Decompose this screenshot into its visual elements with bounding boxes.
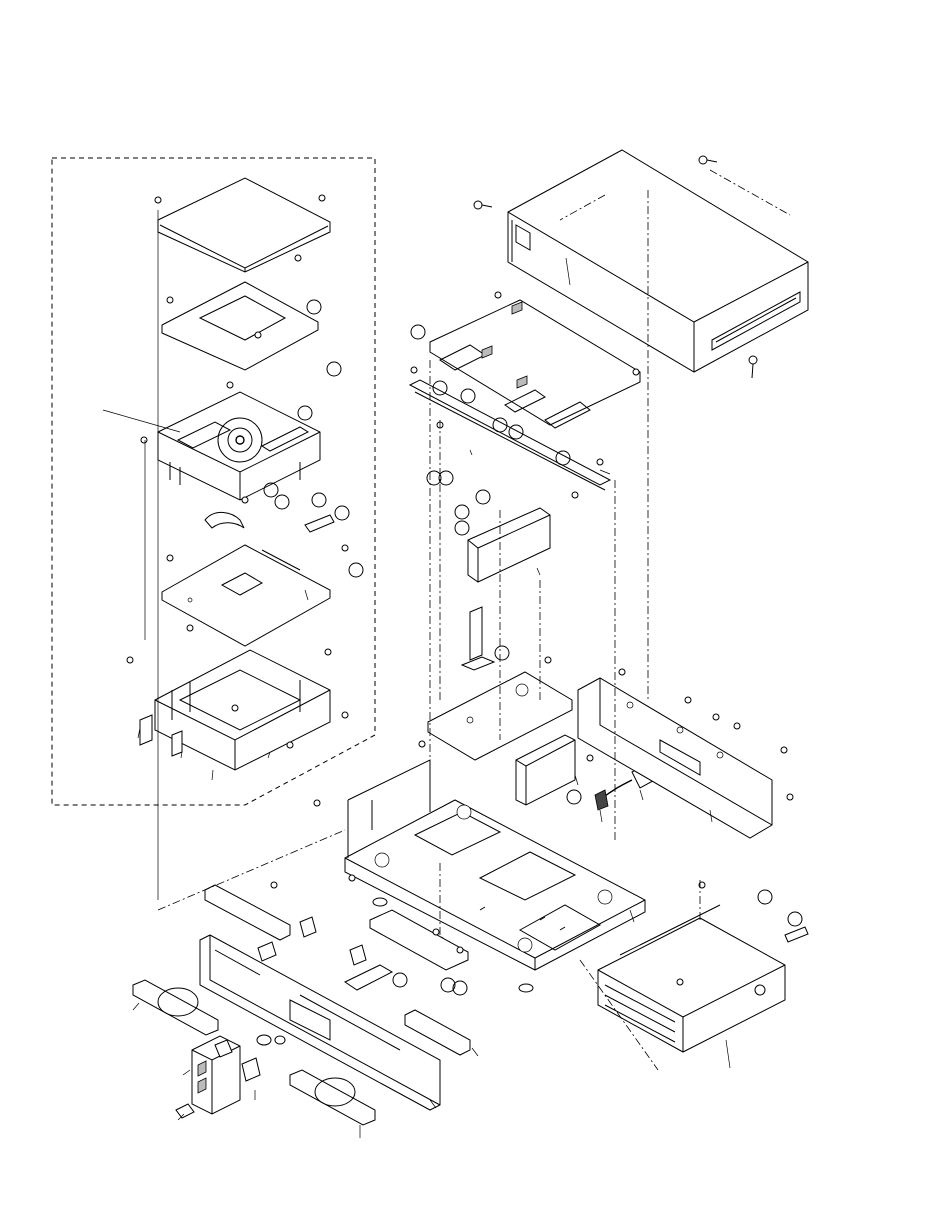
- control-board: [191, 1035, 241, 1115]
- pcb-support-rail: [408, 379, 612, 491]
- front-callouts: [270, 881, 468, 996]
- bracket-post: [460, 606, 496, 671]
- disc-tray-left: [132, 979, 219, 1036]
- inner-chassis-plate: [427, 671, 573, 761]
- bottom-chassis: [344, 759, 646, 971]
- shield-plate-second: [161, 281, 319, 371]
- top-cover: [507, 149, 809, 373]
- center-callouts: [426, 470, 582, 805]
- top-cover-screws: [473, 155, 758, 379]
- rear-panel: [577, 677, 773, 839]
- front-small-parts: [175, 916, 367, 1119]
- main-pcb: [429, 299, 641, 429]
- sub-assembly-leaders: [102, 210, 181, 900]
- sub-assembly-callouts: [263, 299, 364, 578]
- alignment-lines: [157, 169, 791, 1071]
- chassis-screws: [313, 656, 594, 882]
- small-board-bracket: [467, 507, 551, 583]
- leader-lines: [132, 449, 731, 1138]
- pcb-callouts: [410, 324, 571, 466]
- flex-cable: [204, 512, 335, 533]
- rear-panel-screws: [618, 668, 794, 801]
- drive-unit: [597, 904, 786, 1053]
- subassembly-frame: [51, 157, 376, 806]
- front-boards: [343, 909, 469, 991]
- mechanism-block: [157, 391, 321, 501]
- shield-plate-top: [157, 177, 331, 273]
- trim-strips: [204, 884, 471, 1056]
- front-panel: [199, 934, 441, 1111]
- disc-tray-right: [289, 1069, 376, 1126]
- transformer-shield: [515, 734, 576, 806]
- drive-callouts: [676, 881, 809, 986]
- main-pcb-lower: [161, 544, 331, 647]
- sub-assembly-screws: [126, 194, 349, 749]
- pcb-screws: [410, 291, 640, 499]
